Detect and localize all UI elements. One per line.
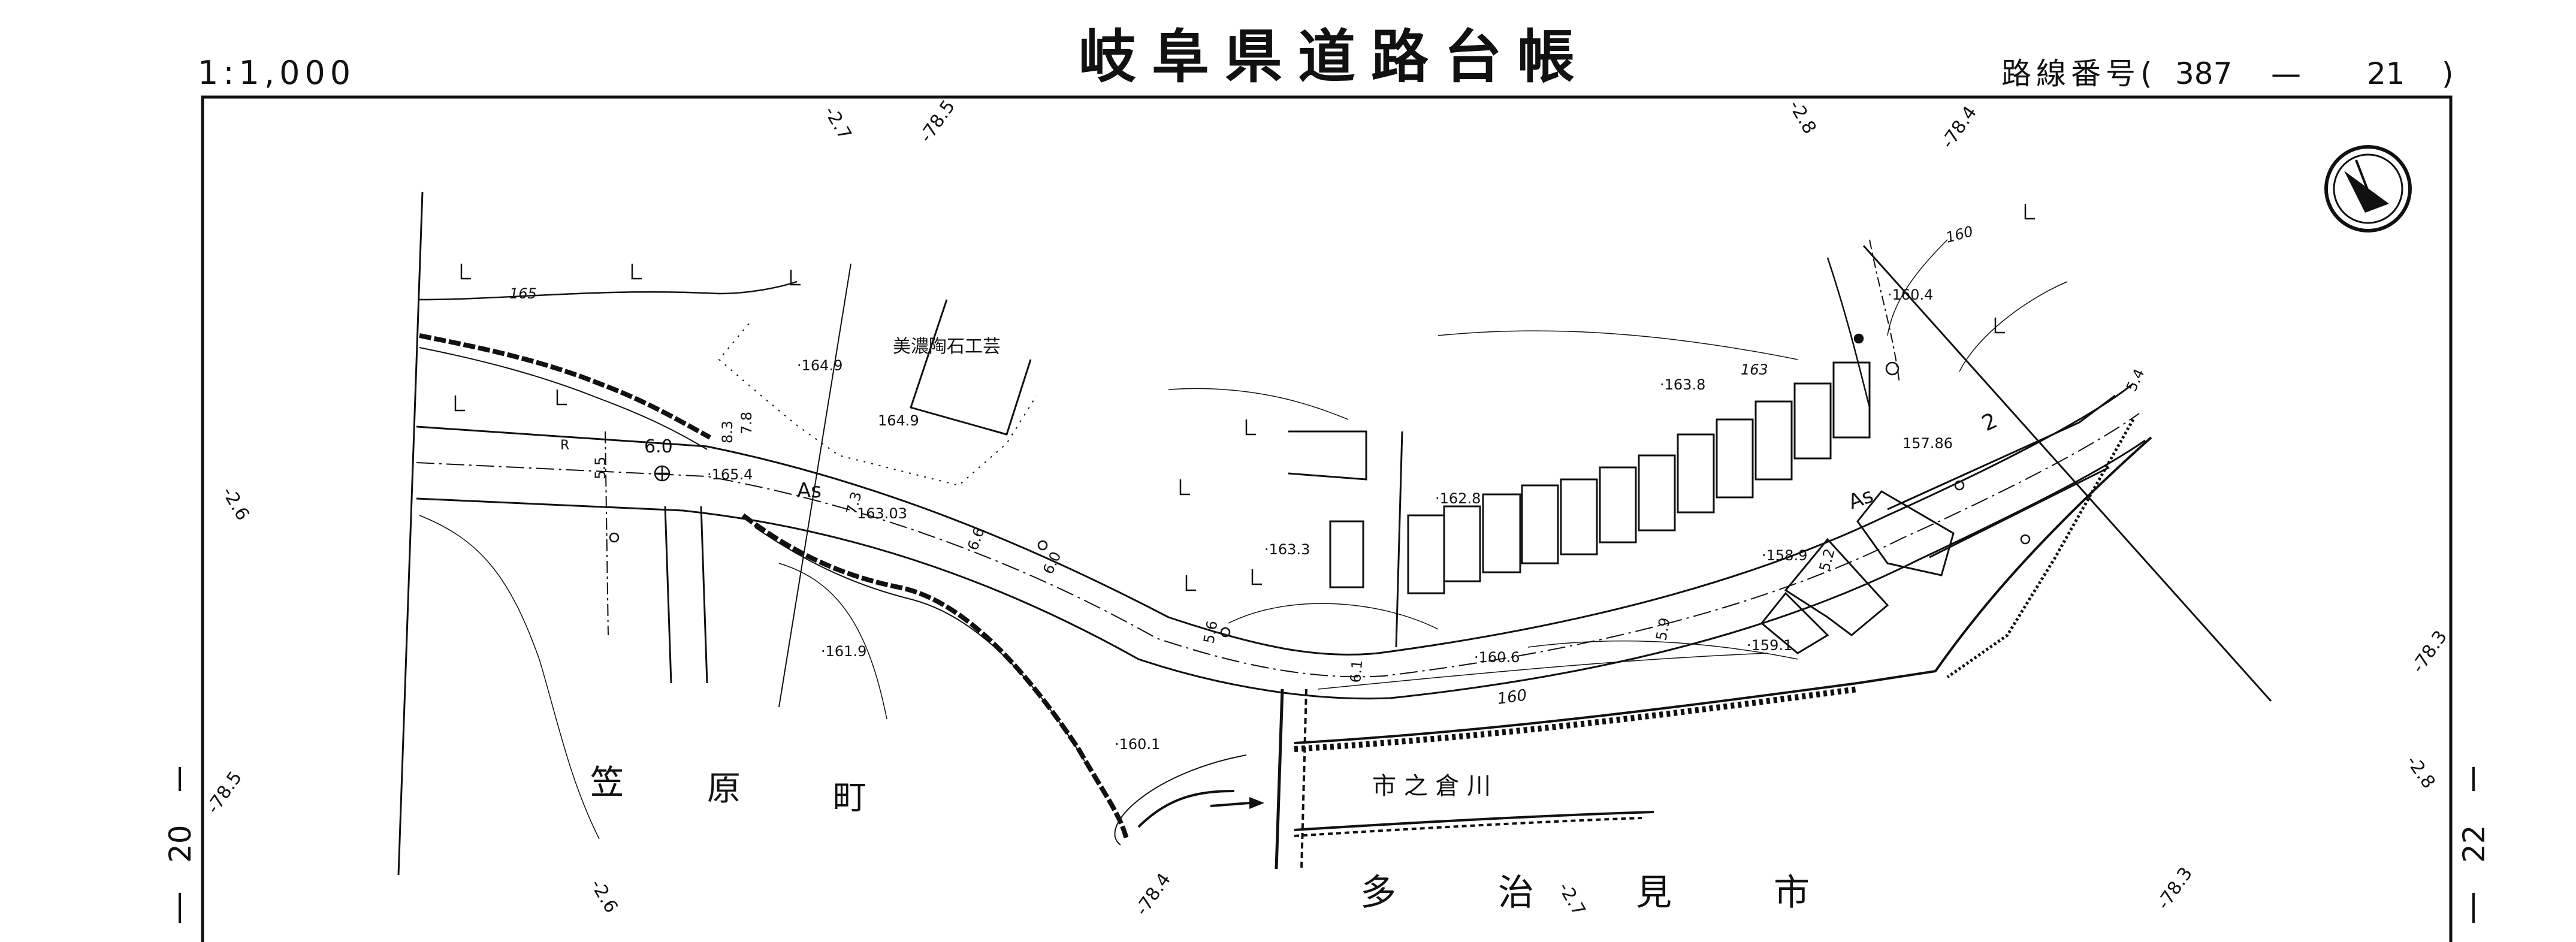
elevation-label: ·163.8 — [1660, 376, 1705, 393]
sheet-ref-left-number: 20 — [163, 825, 198, 863]
facility-name: 美濃陶石工芸 — [893, 336, 1001, 357]
route-paren-open: ( — [2140, 56, 2152, 91]
grid-coord-top-c: -2.8 — [1784, 97, 1820, 138]
city-name-char-3: 見 — [1636, 872, 1672, 914]
road-width-label: 6.1 — [1347, 659, 1366, 683]
place-names: 笠 原 町 多 治 見 市 市 之 倉 川 美濃陶石工芸 — [590, 336, 1810, 914]
grid-coord-bottom-b: -78.4 — [1131, 869, 1175, 920]
elevation-label: ·161.9 — [821, 643, 866, 660]
elevation-label: ·164.9 — [797, 357, 842, 374]
route-dash: — — [2271, 56, 2301, 91]
road-width-label: 5.4 — [2123, 366, 2148, 394]
city-name-char-4: 市 — [1774, 872, 1810, 914]
map-frame — [201, 95, 2453, 942]
road-surface-label: As — [1845, 484, 1876, 515]
road-width-label: 5.2 — [1816, 547, 1838, 573]
river-name: 市 之 倉 川 — [1372, 772, 1491, 800]
contour-label: 163 — [1741, 361, 1768, 378]
vegetation-symbols — [454, 204, 2035, 591]
route-sheet: 21 — [2367, 56, 2405, 91]
elevation-label: ·160.1 — [1115, 736, 1160, 753]
sheet-ref-right: 22 — [2457, 767, 2492, 923]
grid-coord-top-a: -2.7 — [820, 103, 856, 144]
flow-arrow-icon — [1210, 797, 1264, 809]
grid-coord-right-b: -2.8 — [2402, 752, 2439, 793]
grid-coordinates: -2.7 -78.5 -2.8 -78.4 -2.6 -78.5 -78.3 -… — [203, 96, 2451, 920]
road-width-label: 5.5 — [592, 457, 609, 479]
road-width-label: 8.3 — [719, 421, 736, 443]
elevation-label: ·165.4 — [707, 466, 753, 483]
grid-coord-bottom-a: -2.6 — [586, 876, 622, 917]
elevation-label: ·162.8 — [1435, 490, 1481, 507]
road-width-label: 6.6 — [964, 526, 987, 552]
grid-coord-bottom-c: -2.7 — [1554, 879, 1590, 920]
point-symbols — [609, 333, 2031, 638]
city-name-char-2: 治 — [1498, 872, 1534, 914]
route-paren-close: ) — [2442, 56, 2454, 91]
city-name-char-1: 多 — [1360, 872, 1396, 914]
elevation-label: 163.03 — [857, 505, 907, 522]
grid-coord-left-a: -2.6 — [218, 484, 253, 524]
town-name-char-2: 原 — [707, 769, 741, 808]
sheet-ref-left: 20 — [163, 767, 198, 923]
elevation-label: ·163.3 — [1264, 541, 1310, 558]
contour-label: 160 — [1944, 223, 1974, 246]
road-dimensions: 6.0 8.3 7.8 5.5 7.3 6.6 6.0 5.6 6.1 5.9 … — [560, 366, 2148, 683]
town-name-char-1: 笠 — [590, 763, 624, 802]
map-linework — [397, 191, 2272, 875]
sheet-ref-right-number: 22 — [2457, 825, 2492, 863]
road-width-label: 5.9 — [1653, 617, 1673, 642]
elevation-label: ·159.1 — [1747, 637, 1792, 654]
road-width-label: 6.0 — [644, 436, 673, 457]
scale-label: 1:1,000 — [198, 54, 355, 92]
elevation-label: ·160.4 — [1888, 286, 1933, 303]
road-width-label: 7.8 — [738, 412, 755, 434]
grid-coord-top-d: -78.4 — [1937, 102, 1981, 153]
road-r-label: R — [560, 438, 569, 453]
road-surface-label: As — [797, 479, 822, 503]
elevation-label: 164.9 — [878, 412, 919, 429]
map-header: 1:1,000 岐阜県道路台帳 路線番号 ( 387 — 21 ) — [198, 23, 2454, 92]
elevation-labels: ·164.9 164.9 ·165.4 163.03 ·161.9 ·160.1… — [707, 286, 1953, 753]
contour-label: 165 — [509, 285, 537, 302]
elevation-label: 157.86 — [1902, 435, 1953, 452]
map-title: 岐阜県道路台帳 — [1079, 23, 1590, 90]
elevation-label: ·158.9 — [1762, 547, 1807, 564]
town-name-char-3: 町 — [833, 778, 866, 817]
route-number: 387 — [2175, 56, 2232, 91]
grid-coord-left-b: -78.5 — [203, 768, 246, 818]
grid-coord-right-a: -78.3 — [2408, 627, 2451, 677]
north-arrow-icon — [2324, 145, 2412, 233]
road-width-label: 6.0 — [1040, 549, 1065, 576]
grid-coord-top-b: -78.5 — [916, 96, 959, 147]
contour-label: 160 — [1496, 686, 1528, 708]
road-width-label: 5.6 — [1200, 620, 1221, 645]
grid-coord-bottom-d: -78.3 — [2153, 864, 2197, 914]
elevation-label: ·160.6 — [1474, 649, 1520, 666]
route-number-label: 路線番号 — [2001, 56, 2140, 91]
road-marker: 2 — [1978, 408, 2001, 436]
